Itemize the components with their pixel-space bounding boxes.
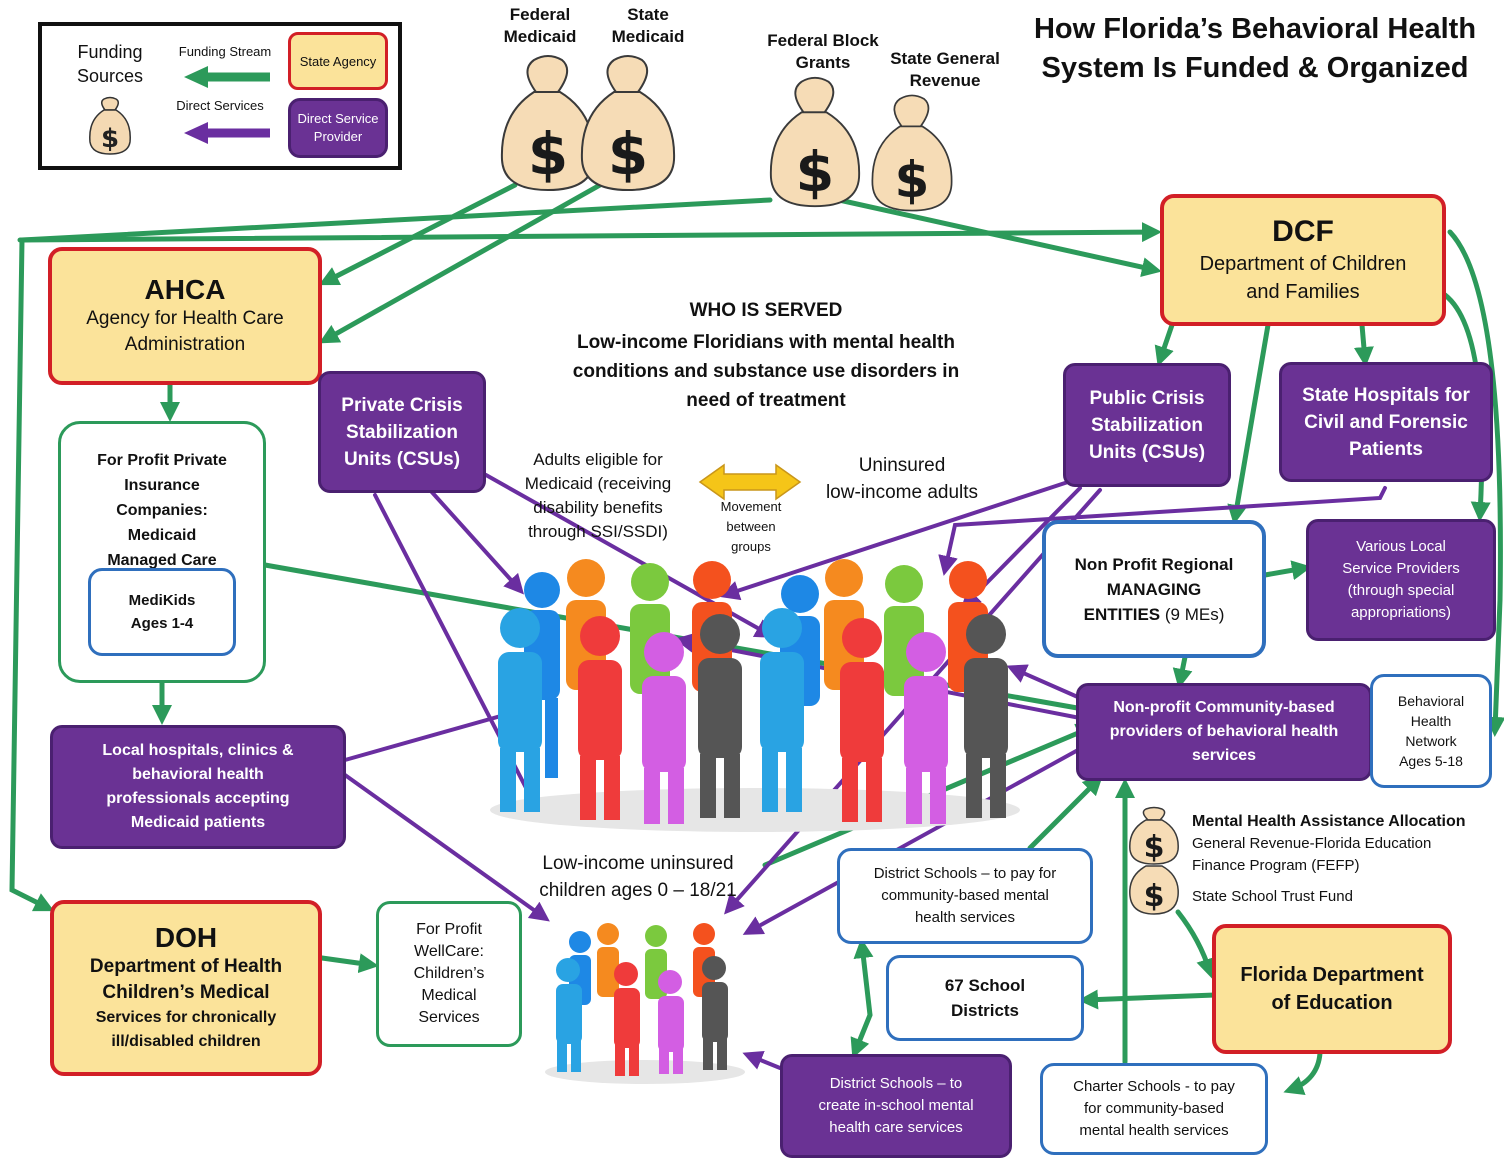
movement-double-arrow-icon	[698, 463, 802, 501]
fdoe-box: Florida Department of Education	[1212, 924, 1452, 1054]
who-served-description: Low-income Floridians with mental health…	[572, 332, 960, 411]
legend-provider-swatch: Direct Service Provider	[288, 98, 388, 158]
local-hospitals-box: Local hospitals, clinics & behavioral he…	[50, 725, 346, 849]
mhaa-line3: State School Trust Fund	[1192, 888, 1353, 905]
arrow-dcf-statehospitals	[1353, 322, 1374, 367]
arrow-fdoe-districts	[1078, 989, 1218, 1010]
movement-label: Movement between groups	[720, 499, 782, 554]
mhaa-heading: Mental Health Assistance Allocation	[1192, 813, 1466, 830]
school-districts-box: 67 School Districts	[886, 955, 1084, 1041]
arrow-statemedicaid-ahca	[318, 182, 603, 344]
arrow-statehospitals-uninsured	[938, 486, 1387, 576]
legend-funding-stream-label: Funding Stream	[178, 44, 272, 59]
arrow-dcf-bhnetwork	[1447, 229, 1504, 737]
district-schools-pay-box: District Schools – to pay for community-…	[837, 848, 1093, 944]
legend-funding-sources: Funding Sources	[76, 42, 144, 86]
arrow-districtpay-community	[1027, 775, 1103, 851]
arrow-fdoe-charter	[1283, 1050, 1323, 1096]
arrow-districts-pay	[853, 938, 874, 1018]
svg-text:$: $	[528, 120, 568, 188]
medikids-box: MediKids Ages 1-4	[88, 568, 236, 656]
arrow-doh-wellcare	[319, 953, 379, 974]
arrow-grants-dcf	[827, 195, 1162, 277]
arrow-local-children	[343, 773, 550, 922]
label-federal-block-grants: Federal Block Grants	[767, 31, 879, 72]
arrow-managing-various	[1262, 560, 1312, 581]
who-served-heading: WHO IS SERVED	[689, 300, 843, 321]
legend-purple-arrow	[184, 122, 270, 144]
mhaa-money-bags-icon: $ $	[1129, 806, 1179, 915]
arrow-fedmedicaid-ahca	[318, 182, 518, 286]
arrow-funding-left-trunk	[9, 197, 773, 912]
arrow-mhaa-fdoe	[1175, 909, 1216, 979]
page-title: How Florida’s Behavioral Health System I…	[1033, 13, 1477, 84]
svg-text:$: $	[895, 151, 930, 209]
federal-medicaid-money-bag-icon: $	[500, 55, 596, 192]
arrow-managing-community	[1172, 654, 1193, 689]
svg-text:$: $	[796, 140, 835, 205]
charter-schools-box: Charter Schools - to pay for community-b…	[1040, 1063, 1268, 1155]
mhaa-line1: General Revenue-Florida Education	[1192, 835, 1432, 852]
arrow-privatecsu-adults	[428, 488, 525, 595]
arrow-dcf-publiccsu	[1154, 322, 1175, 367]
svg-text:$: $	[1144, 879, 1165, 914]
arrow-districtcreate-children	[742, 1051, 782, 1070]
legend-state-agency-swatch: State Agency	[288, 32, 388, 90]
state-hospitals-box: State Hospitals for Civil and Forensic P…	[1279, 362, 1493, 482]
svg-text:$: $	[608, 120, 648, 188]
state-medicaid-money-bag-icon: $	[580, 55, 676, 192]
arrow-community-uninsured	[1006, 664, 1082, 700]
children-crowd-illustration	[545, 923, 745, 1084]
public-csu-box: Public Crisis Stabilization Units (CSUs)	[1063, 363, 1231, 487]
adults-medicaid-label: Adults eligible for Medicaid (receiving …	[524, 450, 672, 541]
label-state-general-revenue: State General Revenue	[890, 49, 1000, 90]
doh-box: DOH Department of Health Children’s Medi…	[50, 900, 322, 1076]
arrow-funding-dcf-top	[17, 222, 1162, 243]
children-uninsured-label: Low-income uninsured children ages 0 – 1…	[539, 853, 737, 901]
arrow-local-adults	[343, 706, 521, 762]
legend-green-arrow	[184, 66, 270, 88]
various-local-providers-box: Various Local Service Providers (through…	[1306, 519, 1496, 641]
adults-crowd-illustration	[490, 559, 1020, 832]
legend-direct-services-label: Direct Services	[176, 98, 264, 113]
arrow-publiccsu-adults	[719, 480, 1070, 601]
svg-text:$: $	[1144, 830, 1165, 865]
state-general-revenue-money-bag-icon: $	[871, 94, 953, 212]
federal-block-grants-money-bag-icon: $	[769, 76, 861, 208]
arrow-dcf-managing	[1227, 322, 1271, 525]
wellcare-box: For Profit WellCare: Children’s Medical …	[376, 901, 522, 1047]
bh-network-box: Behavioral Health Network Ages 5-18	[1370, 674, 1492, 788]
label-state-medicaid: State Medicaid	[611, 5, 685, 46]
dcf-box: DCF Department of Children and Families	[1160, 194, 1446, 326]
legend-money-bag-icon: $	[89, 96, 131, 155]
legend-panel: Funding Sources $ Funding Stream Direct …	[38, 22, 402, 170]
managing-entities-box: Non Profit Regional MANAGING ENTITIES (9…	[1042, 520, 1266, 658]
ahca-box: AHCA Agency for Health Care Administrati…	[48, 247, 322, 385]
uninsured-adults-label: Uninsured low-income adults	[825, 455, 979, 503]
district-schools-create-box: District Schools – to create in-school m…	[780, 1054, 1012, 1158]
label-federal-medicaid: Federal Medicaid	[503, 5, 577, 46]
svg-text:$: $	[101, 124, 119, 154]
arrow-community-children	[742, 748, 1080, 935]
mhaa-line2: Finance Program (FEFP)	[1192, 857, 1360, 874]
community-providers-box: Non-profit Community-based providers of …	[1076, 683, 1372, 781]
private-csu-box: Private Crisis Stabilization Units (CSUs…	[318, 371, 486, 493]
arrow-districts-create	[850, 1012, 873, 1059]
